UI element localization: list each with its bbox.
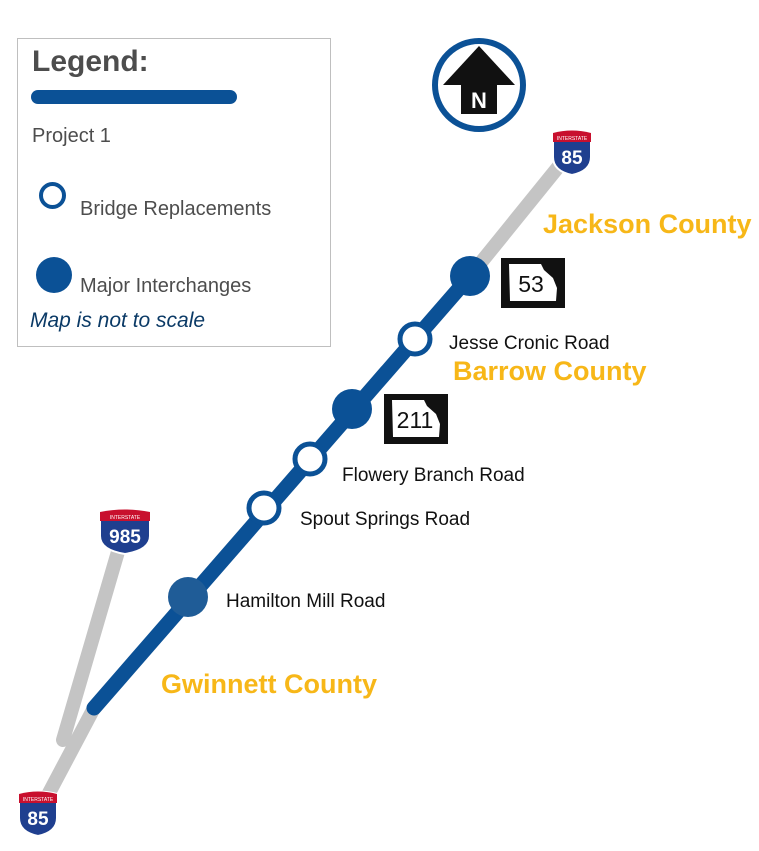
- label-flowery-branch: Flowery Branch Road: [342, 465, 525, 486]
- legend-title: Legend:: [32, 45, 149, 78]
- i985-segment: [56, 531, 129, 747]
- label-jackson-county: Jackson County: [543, 209, 752, 239]
- interstate-word: INTERSTATE: [23, 797, 54, 803]
- interchange-sr211: [332, 389, 372, 429]
- legend-project-label: Project 1: [32, 125, 111, 147]
- interchange-sr53: [450, 256, 490, 296]
- i85-top-number: 85: [561, 148, 583, 169]
- bridge-flowery-branch: [292, 441, 328, 477]
- i985-number: 985: [109, 527, 141, 548]
- interstate-word: INTERSTATE: [557, 136, 588, 142]
- label-spout-springs: Spout Springs Road: [300, 509, 470, 530]
- i85-bottom-number: 85: [27, 809, 49, 830]
- legend-bridge-label: Bridge Replacements: [80, 198, 272, 220]
- i85-shield-icon: INTERSTATE 85: [18, 790, 58, 838]
- sr53-shield-icon: 53: [501, 258, 565, 308]
- legend-scale-note: Map is not to scale: [30, 309, 206, 332]
- i85-shield-icon: INTERSTATE 85: [552, 129, 592, 177]
- interstate-word: INTERSTATE: [110, 515, 141, 521]
- sr211-shield-icon: 211: [384, 394, 448, 444]
- north-label: N: [471, 88, 487, 113]
- sr53-number: 53: [518, 271, 544, 297]
- i85-north-segment: [463, 143, 579, 283]
- label-hamilton-mill: Hamilton Mill Road: [226, 591, 385, 612]
- legend-project-line: [31, 90, 237, 104]
- bridge-ring-icon: [39, 182, 66, 209]
- bridge-jesse-cronic: [397, 321, 433, 357]
- interchange-hamilton-mill: [168, 577, 208, 617]
- sr211-number: 211: [397, 407, 434, 433]
- legend-panel: Legend: Project 1 Bridge Replacements Ma…: [17, 38, 331, 347]
- label-barrow-county: Barrow County: [453, 356, 647, 386]
- i985-shield-icon: INTERSTATE 985: [99, 508, 151, 556]
- bridge-spout-springs: [246, 490, 282, 526]
- legend-interchange-label: Major Interchanges: [80, 275, 252, 297]
- interchange-dot-icon: [36, 257, 72, 293]
- north-arrow-icon: N: [432, 38, 526, 132]
- label-gwinnett-county: Gwinnett County: [161, 669, 377, 699]
- label-jesse-cronic: Jesse Cronic Road: [449, 333, 610, 354]
